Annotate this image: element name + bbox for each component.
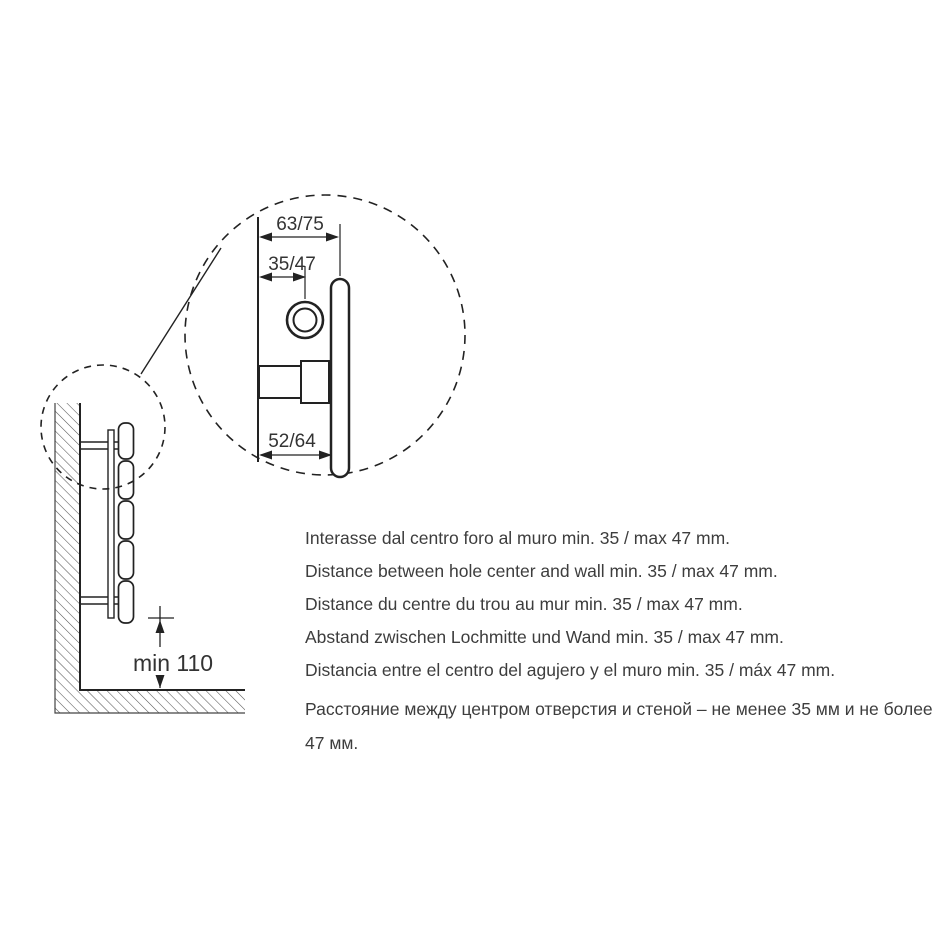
arrowhead-right xyxy=(319,450,332,460)
mounting-hole xyxy=(285,300,325,340)
zoom-detail-circle xyxy=(184,194,466,476)
arrowhead-left xyxy=(259,450,272,460)
radiator-tube xyxy=(329,277,351,479)
arrowhead-right xyxy=(326,232,339,242)
side-view-drawing: min 110 xyxy=(40,247,245,714)
dimension-35-47: 35/47 xyxy=(259,254,316,299)
arrowhead-left xyxy=(259,272,272,282)
dimension-52-64: 52/64 xyxy=(259,431,332,460)
arrowhead-down xyxy=(155,675,165,688)
note-italian: Interasse dal centro foro al muro min. 3… xyxy=(305,528,731,548)
radiator-rear-rail xyxy=(107,429,115,619)
dimension-min-110-label: min 110 xyxy=(133,650,213,676)
arrowhead-up xyxy=(155,620,165,633)
dimension-63-75: 63/75 xyxy=(259,214,341,276)
zoom-connector-line xyxy=(140,247,222,375)
floor-section-hatch xyxy=(55,690,245,713)
note-russian: Расстояние между центром отверстия и сте… xyxy=(305,699,933,753)
wall-section-hatch xyxy=(55,403,80,690)
arrowhead-right xyxy=(293,272,306,282)
zoom-source-circle xyxy=(40,364,166,490)
radiator-tube-segments xyxy=(117,422,135,624)
dimension-min-110: min 110 xyxy=(118,606,230,688)
detail-view-drawing: 63/75 35/47 52/64 xyxy=(184,194,466,479)
wall-floor-outer-edge xyxy=(54,403,245,714)
dimension-35-47-label: 35/47 xyxy=(268,254,316,275)
wall-floor-inner-edge xyxy=(79,403,245,691)
instruction-notes: Interasse dal centro foro al muro min. 3… xyxy=(305,522,943,760)
note-english: Distance between hole center and wall mi… xyxy=(305,561,778,581)
arrowhead-left xyxy=(259,232,272,242)
dimension-52-64-label: 52/64 xyxy=(268,431,316,452)
note-spanish: Distancia entre el centro del agujero y … xyxy=(305,660,836,680)
note-french: Distance du centre du trou au mur min. 3… xyxy=(305,594,743,614)
note-german: Abstand zwischen Lochmitte und Wand min.… xyxy=(305,627,784,647)
dimension-63-75-label: 63/75 xyxy=(276,214,324,235)
mounting-bracket xyxy=(258,360,330,404)
